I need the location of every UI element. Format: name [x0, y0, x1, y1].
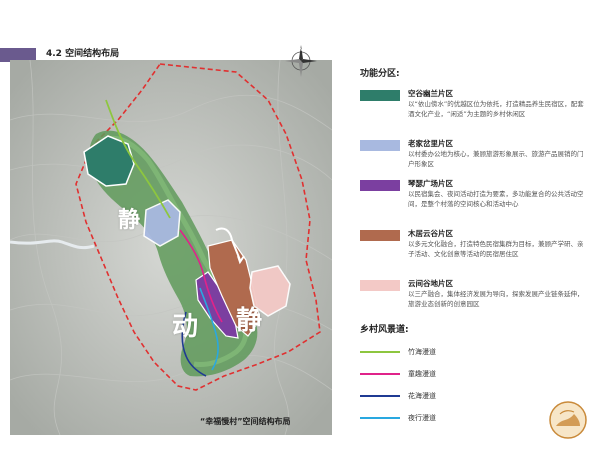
zone-title: 空谷幽兰片区	[408, 89, 453, 98]
zone-description: 以民宿集会、夜间活动打造为要素，多功能复合的公共活动空间，是整个村落的空间核心和…	[408, 190, 584, 208]
functional-zones-heading: 功能分区:	[360, 69, 400, 79]
route-label: 童趣漫道	[408, 370, 436, 378]
zone-description: 以三产融合，集体经济发展为导向，探索发展产业链条延伸，旅游业态创新的创意园区	[408, 290, 584, 308]
zone-qinseguangchang	[195, 271, 239, 339]
zone-description: 以“依山傍水”的优越区位为依托，打造精品养生民宿区，配套酒文化产业，“闲适”为主…	[408, 100, 584, 118]
route-line-swatch	[360, 351, 400, 353]
zone-swatch	[360, 180, 400, 191]
map-label-quiet-east: 静	[236, 306, 263, 336]
route-label: 竹海漫道	[408, 348, 436, 356]
route-label: 夜行漫道	[408, 414, 436, 422]
zone-title: 木居云谷片区	[408, 229, 453, 238]
zone-yunjiangudi	[249, 265, 291, 317]
valley-highlight	[105, 136, 249, 367]
scenic-routes-heading: 乡村风景道:	[360, 325, 409, 335]
map-label-quiet-north: 静	[118, 207, 141, 233]
zone-mujuyungu	[207, 239, 261, 337]
route-label: 花海漫道	[408, 392, 436, 400]
zone-title: 老家岔里片区	[408, 139, 453, 148]
legend-route: 夜行漫道	[360, 412, 560, 424]
river	[10, 239, 95, 250]
route-line-swatch	[360, 373, 400, 375]
project-boundary	[75, 63, 321, 391]
zone-swatch	[360, 90, 400, 101]
zone-swatch	[360, 280, 400, 291]
legend-route: 花海漫道	[360, 390, 560, 402]
route-night-path	[199, 287, 219, 371]
zone-kongguyoulan	[83, 135, 135, 187]
seal-logo-icon	[548, 400, 588, 440]
route-flower-path	[181, 311, 207, 377]
compass-icon: N	[284, 44, 318, 78]
route-line-swatch	[360, 395, 400, 397]
zone-laojiachali	[143, 199, 181, 247]
map-illustration	[10, 60, 332, 435]
map-label-active: 动	[172, 312, 199, 342]
zone-swatch	[360, 230, 400, 241]
zoning-arrow	[215, 227, 241, 261]
legend-route: 竹海漫道	[360, 346, 560, 358]
header-accent-bar	[0, 48, 36, 62]
spatial-structure-map: 静 动 静	[10, 60, 332, 435]
zone-description: 以多元文化融合，打造特色民宿集群为目标，兼顾产学研、亲子活动、文化创意等活动的民…	[408, 240, 584, 258]
zoning-arrow-head	[237, 255, 245, 265]
route-bamboo-path	[105, 99, 171, 219]
svg-text:N: N	[300, 47, 303, 52]
route-children-path	[179, 229, 223, 323]
zone-title: 云间谷地片区	[408, 279, 453, 288]
page-title: 4.2 空间结构布局	[46, 49, 120, 59]
map-caption: “幸福慢村”空间结构布局	[200, 417, 291, 426]
zone-description: 以村委办公地为核心，兼顾旅游形象展示、旅游产品展销的门户形象区	[408, 150, 584, 168]
zone-title: 琴瑟广场片区	[408, 179, 453, 188]
route-line-swatch	[360, 417, 400, 419]
zone-swatch	[360, 140, 400, 151]
legend-route: 童趣漫道	[360, 368, 560, 380]
